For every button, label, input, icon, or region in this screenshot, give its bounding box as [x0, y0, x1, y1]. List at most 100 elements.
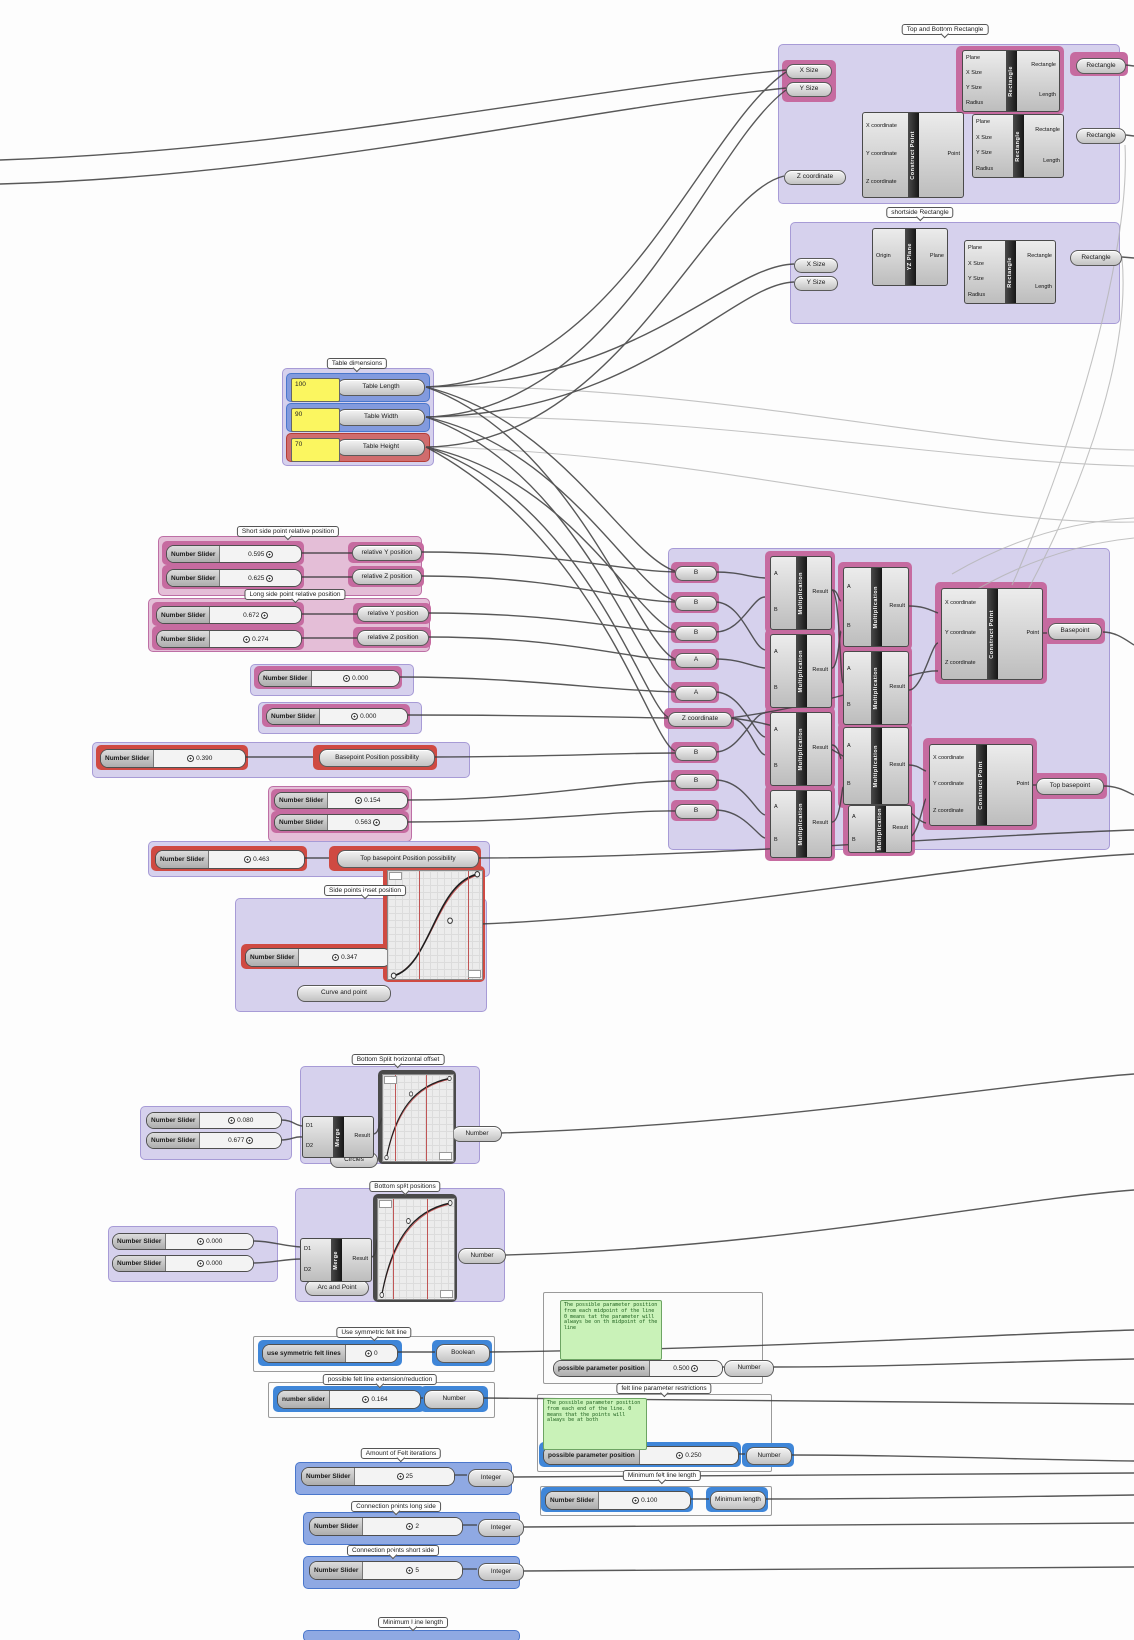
slider-track[interactable]: 0.563 [328, 815, 407, 830]
slider-track[interactable]: 25 [355, 1468, 454, 1485]
slider-knob-icon[interactable] [244, 856, 252, 863]
param-integer[interactable]: Integer [468, 1469, 514, 1487]
slider-track[interactable]: 0.164 [329, 1391, 420, 1408]
param-z-coordinate[interactable]: Z coordinate [668, 712, 732, 727]
slider-track[interactable]: 0.347 [299, 949, 390, 966]
slider-knob-icon[interactable] [396, 1473, 404, 1480]
slider-knob-icon[interactable] [355, 797, 363, 804]
slider-knob-icon[interactable] [197, 1260, 205, 1267]
slider-knob-icon[interactable] [351, 713, 359, 720]
slider-knob-icon[interactable] [197, 1238, 205, 1245]
param-b[interactable]: B [675, 774, 717, 789]
slider-knob-icon[interactable] [362, 1396, 370, 1403]
param-integer[interactable]: Integer [478, 1563, 524, 1581]
slider-knob-icon[interactable] [332, 954, 340, 961]
value-panel[interactable]: 70 [291, 438, 340, 462]
param-curve-and-point[interactable]: Curve and point [297, 985, 391, 1002]
slider-track[interactable]: 0.154 [328, 793, 407, 808]
param-rectangle[interactable]: Rectangle [1070, 250, 1122, 266]
param-number[interactable]: Number [424, 1390, 484, 1409]
slider-track[interactable]: 0.000 [312, 671, 399, 686]
param-rectangle[interactable]: Rectangle [1076, 128, 1126, 144]
slider-track[interactable]: 0.625 [220, 570, 301, 586]
param-rectangle[interactable]: Rectangle [1076, 58, 1126, 74]
param-relative-y-position[interactable]: relative Y position [352, 545, 422, 561]
param-number[interactable]: Number [452, 1126, 502, 1142]
param-b[interactable]: B [675, 746, 717, 761]
param-relative-z-position[interactable]: relative Z position [357, 630, 429, 646]
slider-track[interactable]: 5 [363, 1562, 462, 1579]
param-x-size[interactable]: X Size [794, 258, 838, 273]
param-boolean[interactable]: Boolean [436, 1344, 490, 1363]
slider-track[interactable]: 0.463 [209, 851, 304, 868]
param-integer[interactable]: Integer [478, 1519, 524, 1537]
param-relative-y-position[interactable]: relative Y position [357, 606, 429, 622]
slider-track[interactable]: 0 [345, 1345, 397, 1362]
slider-knob-icon[interactable] [676, 1452, 684, 1459]
param-b[interactable]: B [675, 566, 717, 581]
param-table-height[interactable]: Table Height [337, 439, 425, 456]
slider-knob-icon[interactable] [373, 819, 381, 826]
slider-track[interactable]: 0.672 [210, 607, 301, 623]
param-relative-z-position[interactable]: relative Z position [352, 569, 422, 585]
slider-knob-icon[interactable] [243, 635, 251, 643]
slider-knob-icon[interactable] [266, 574, 274, 582]
slider-knob-icon[interactable] [266, 550, 274, 558]
param-basepoint[interactable]: Basepoint [1048, 623, 1102, 640]
param-number[interactable]: Number [746, 1447, 792, 1465]
slider-knob-icon[interactable] [246, 1137, 254, 1144]
slider-knob-icon[interactable] [632, 1497, 640, 1504]
param-minimum-length[interactable]: Minimum length [710, 1491, 766, 1510]
param-basepoint-position-possibility[interactable]: Basepoint Position possibility [319, 749, 435, 767]
slider-track[interactable]: 0.677 [200, 1133, 281, 1148]
slider-knob-icon[interactable] [228, 1117, 236, 1124]
param-y-size[interactable]: Y Size [786, 82, 832, 97]
slider-track[interactable]: 0.274 [210, 631, 301, 647]
slider-knob-icon[interactable] [261, 611, 269, 619]
param-z-coordinate[interactable]: Z coordinate [784, 170, 846, 185]
param-table-length[interactable]: Table Length [337, 379, 425, 396]
slider-track[interactable]: 2 [363, 1518, 462, 1535]
param-arc-and-point[interactable]: Arc and Point [305, 1280, 369, 1296]
slider-track[interactable]: 0.250 [639, 1447, 738, 1464]
note-panel[interactable]: The possible parameter position from eac… [560, 1300, 662, 1360]
slider-knob-icon[interactable] [406, 1523, 414, 1530]
slider-track[interactable]: 0.000 [320, 709, 407, 724]
slider-knob-icon[interactable] [343, 675, 351, 682]
slider-track[interactable]: 0.080 [200, 1113, 281, 1128]
param-table-width[interactable]: Table Width [337, 409, 425, 426]
value-panel[interactable]: 100 [291, 378, 340, 402]
slider-track[interactable]: 0.390 [154, 750, 245, 767]
